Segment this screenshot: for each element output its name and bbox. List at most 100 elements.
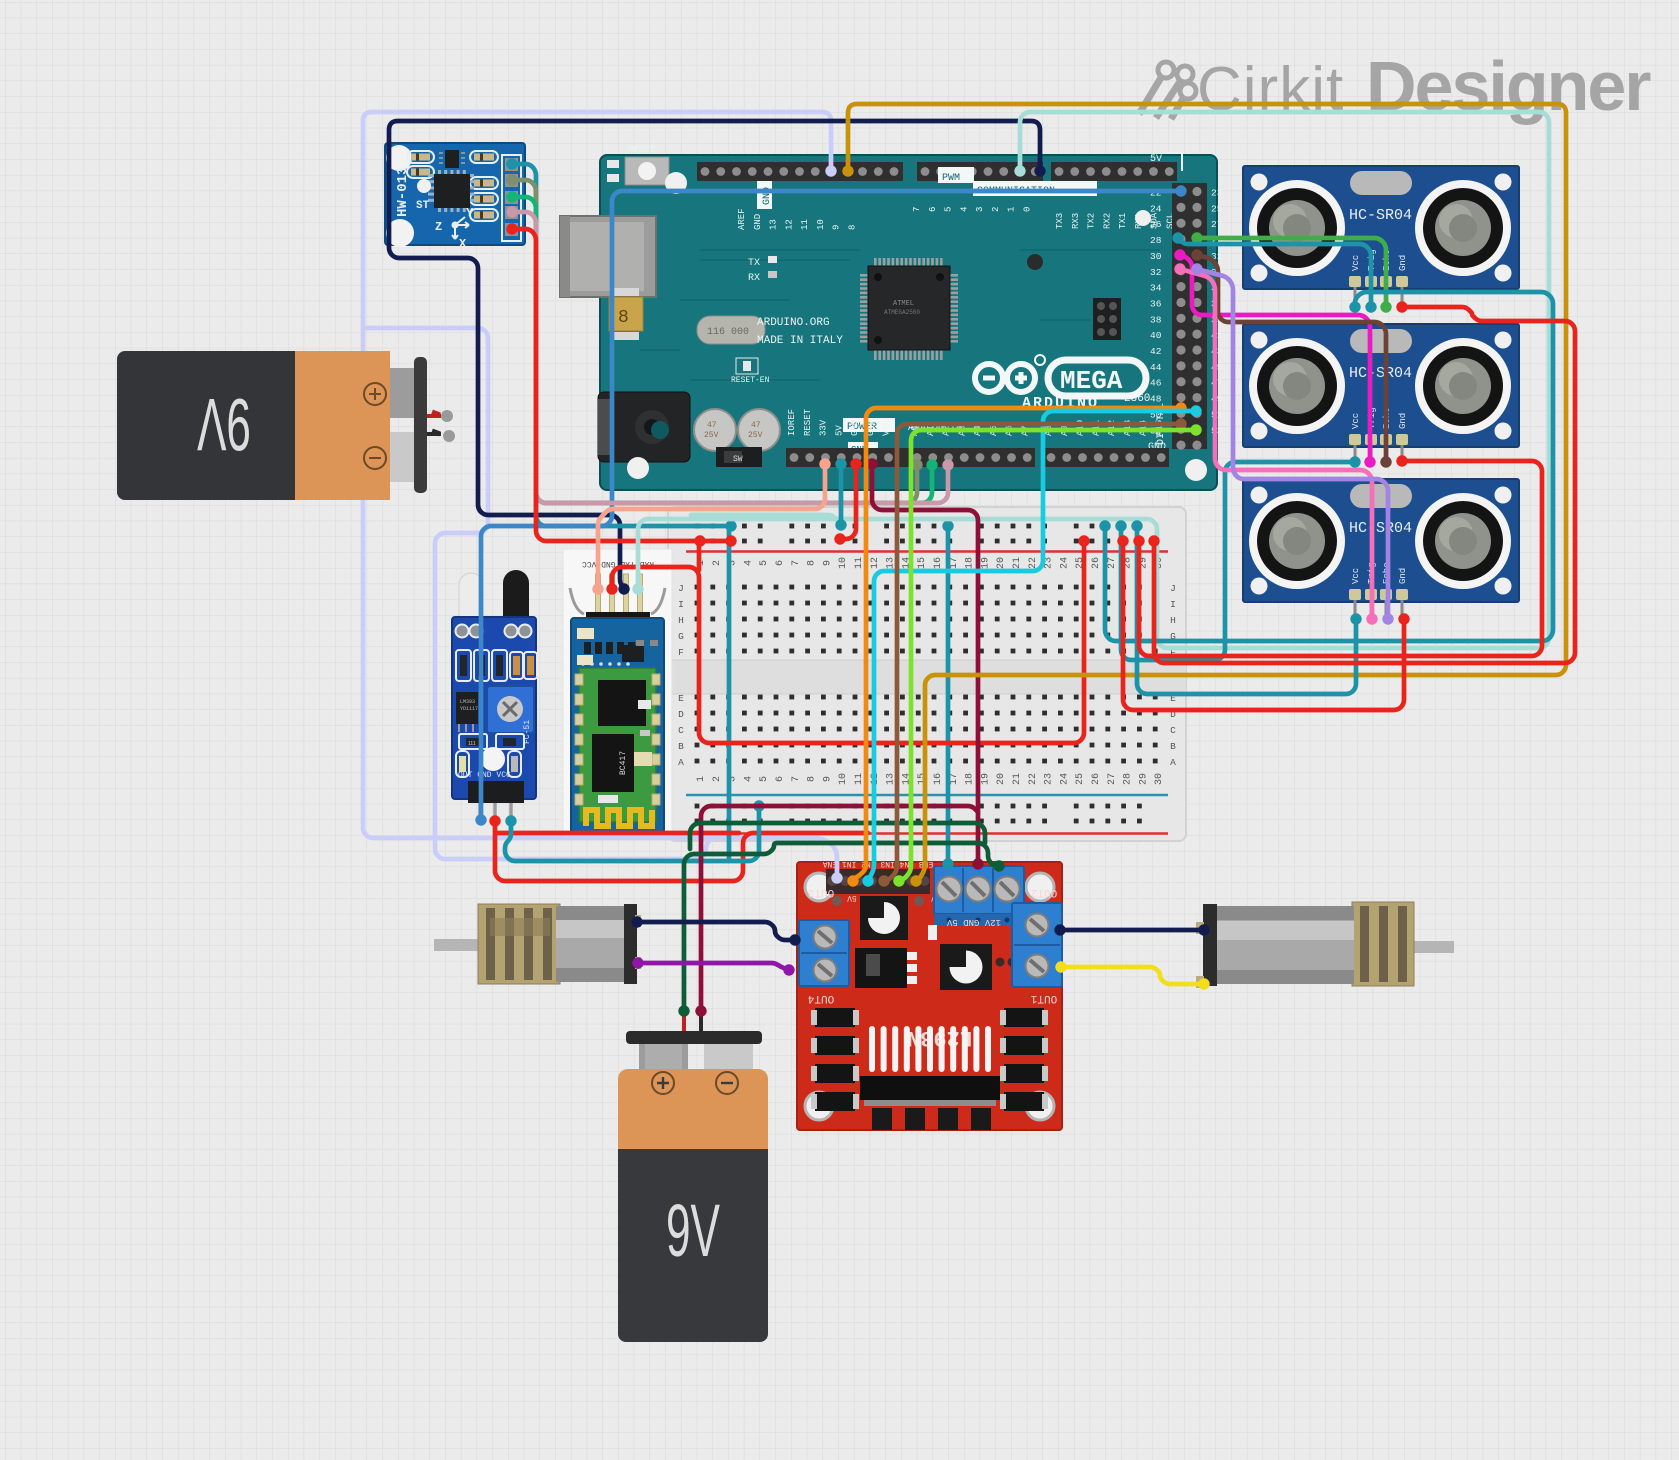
svg-text:AREF: AREF (737, 208, 747, 230)
svg-text:6: 6 (928, 207, 938, 212)
svg-text:GND: GND (753, 214, 763, 230)
svg-text:G: G (1170, 631, 1176, 642)
svg-text:29: 29 (1138, 773, 1149, 785)
svg-text:14: 14 (901, 773, 912, 785)
svg-text:IOREF: IOREF (787, 409, 797, 436)
svg-text:H: H (678, 615, 684, 626)
svg-text:47: 47 (707, 421, 717, 430)
svg-text:16: 16 (933, 773, 944, 785)
svg-text:I: I (678, 599, 684, 610)
svg-text:I: I (1170, 599, 1176, 610)
svg-text:19: 19 (980, 773, 991, 785)
svg-text:47: 47 (751, 421, 761, 430)
svg-text:B: B (1170, 741, 1176, 752)
svg-text:TX2: TX2 (1087, 213, 1097, 229)
svg-text:10: 10 (838, 557, 849, 569)
svg-text:2560: 2560 (1124, 393, 1150, 405)
svg-text:GND: GND (866, 420, 876, 436)
svg-text:28: 28 (1123, 557, 1134, 569)
svg-text:24: 24 (1059, 557, 1070, 569)
svg-text:H: H (1170, 615, 1176, 626)
svg-text:23: 23 (1044, 773, 1055, 785)
svg-text:MEGA: MEGA (1060, 366, 1123, 396)
svg-text:5V: 5V (847, 893, 857, 902)
svg-text:9: 9 (822, 560, 833, 566)
svg-text:POWER: POWER (847, 422, 877, 433)
svg-text:18: 18 (965, 773, 976, 785)
svg-text:RESET: RESET (803, 408, 813, 436)
svg-text:5: 5 (759, 776, 770, 782)
svg-text:SDA: SDA (1150, 212, 1160, 229)
svg-text:10: 10 (816, 219, 826, 230)
svg-text:GND: GND (850, 420, 860, 436)
svg-text:0: 0 (1022, 207, 1032, 212)
svg-text:4: 4 (743, 560, 754, 566)
svg-text:7: 7 (912, 207, 922, 212)
svg-text:13: 13 (886, 557, 897, 569)
svg-text:25V: 25V (704, 431, 719, 440)
svg-text:46: 46 (1150, 378, 1162, 389)
svg-text:12: 12 (784, 219, 794, 230)
svg-text:G: G (678, 631, 684, 642)
svg-text:48: 48 (1150, 394, 1162, 405)
svg-text:E: E (1170, 693, 1176, 704)
svg-text:YD1117: YD1117 (460, 706, 478, 712)
svg-text:5V: 5V (1150, 154, 1162, 165)
svg-text:J: J (678, 583, 684, 594)
svg-text:9V: 9V (666, 1189, 720, 1272)
svg-text:11: 11 (854, 773, 865, 785)
svg-text:LM393: LM393 (460, 699, 475, 705)
svg-text:24: 24 (1059, 773, 1070, 785)
svg-text:A: A (1170, 757, 1176, 768)
svg-text:30: 30 (1154, 557, 1165, 569)
svg-text:GND: GND (762, 187, 773, 205)
svg-text:RX3: RX3 (1071, 213, 1081, 229)
svg-text:8: 8 (618, 308, 629, 328)
svg-text:5V: 5V (834, 425, 844, 436)
svg-text:ATMEGA2560: ATMEGA2560 (884, 309, 920, 316)
svg-text:11: 11 (800, 219, 810, 230)
svg-text:8: 8 (807, 776, 818, 782)
svg-text:RESET: RESET (628, 145, 656, 155)
svg-text:29: 29 (1138, 557, 1149, 569)
svg-text:J: J (1170, 583, 1176, 594)
svg-text:OUT1: OUT1 (1030, 992, 1057, 1004)
svg-text:19: 19 (980, 557, 991, 569)
svg-text:30: 30 (1154, 773, 1165, 785)
svg-text:21: 21 (1012, 557, 1023, 569)
svg-text:14: 14 (901, 557, 912, 569)
svg-text:8: 8 (847, 225, 857, 230)
svg-text:C: C (1170, 725, 1176, 736)
svg-text:4: 4 (959, 207, 969, 212)
svg-text:116 000: 116 000 (707, 327, 749, 338)
svg-text:27: 27 (1211, 219, 1222, 230)
svg-text:1: 1 (1007, 207, 1017, 212)
svg-text:26: 26 (1150, 219, 1162, 230)
svg-text:12V GND 5V: 12V GND 5V (946, 917, 1001, 927)
svg-text:BC417: BC417 (619, 751, 628, 775)
svg-text:8: 8 (807, 560, 818, 566)
svg-text:ENB IN4 IN3 IN2 IN1 ENA: ENB IN4 IN3 IN2 IN1 ENA (823, 859, 934, 868)
svg-text:31: 31 (1211, 251, 1223, 262)
svg-text:29: 29 (1211, 235, 1223, 246)
svg-text:38: 38 (1150, 314, 1162, 325)
svg-text:X: X (459, 237, 467, 251)
svg-text:3: 3 (975, 207, 985, 212)
svg-text:17: 17 (949, 557, 960, 569)
svg-text:SW: SW (733, 455, 743, 464)
svg-text:E: E (678, 693, 684, 704)
svg-text:OUT GND VCC: OUT GND VCC (458, 771, 511, 780)
svg-text:15: 15 (917, 557, 928, 569)
svg-text:ST: ST (416, 200, 430, 212)
svg-text:33V: 33V (819, 419, 829, 436)
svg-text:28: 28 (1150, 235, 1162, 246)
svg-text:Y: Y (466, 206, 474, 220)
svg-text:18: 18 (965, 557, 976, 569)
svg-text:6: 6 (775, 560, 786, 566)
svg-text:24: 24 (1150, 203, 1162, 214)
svg-text:28: 28 (1123, 773, 1134, 785)
svg-text:5: 5 (944, 207, 954, 212)
svg-text:9: 9 (832, 225, 842, 230)
svg-text:PWM: PWM (942, 173, 960, 184)
svg-text:3: 3 (728, 560, 739, 566)
